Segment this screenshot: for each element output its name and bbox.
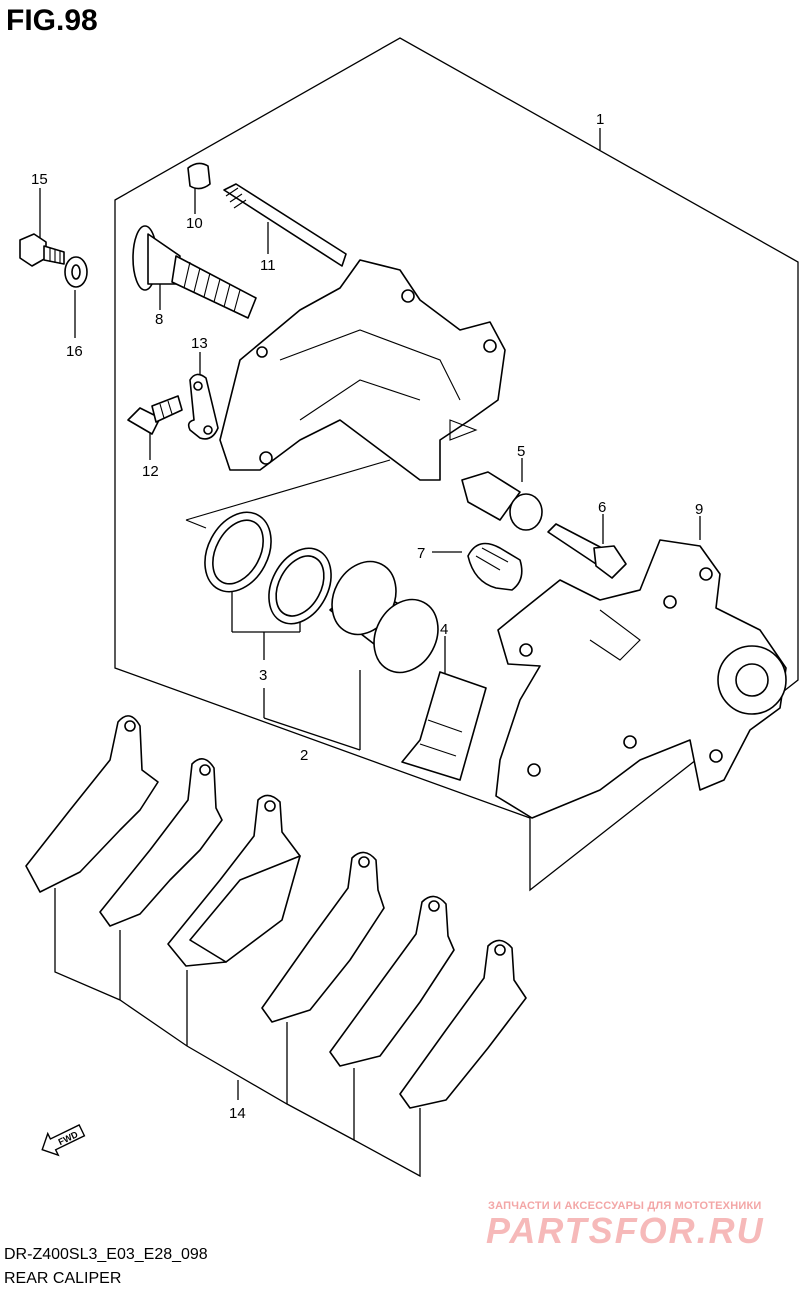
bolt-part-8 bbox=[132, 225, 257, 319]
callout-2: 2 bbox=[300, 747, 308, 764]
callout-1: 1 bbox=[596, 111, 604, 128]
callout-4: 4 bbox=[440, 621, 448, 638]
callout-labels: 1 2 3 4 5 6 7 8 9 10 11 12 13 14 15 16 bbox=[31, 111, 703, 1122]
fwd-badge: FWD bbox=[41, 1124, 86, 1157]
callout-7: 7 bbox=[417, 545, 425, 562]
callout-6: 6 bbox=[598, 499, 606, 516]
caliper-bracket-part-9 bbox=[495, 539, 787, 819]
bracket-part-13 bbox=[187, 373, 219, 440]
callout-3: 3 bbox=[259, 667, 267, 684]
callout-12: 12 bbox=[142, 463, 159, 480]
model-code: DR-Z400SL3_E03_E28_098 bbox=[4, 1246, 208, 1263]
callout-8: 8 bbox=[155, 311, 163, 328]
assembly-outline bbox=[114, 37, 799, 892]
boot-part-7 bbox=[467, 542, 523, 591]
watermark-brand: PARTSFOR.RU bbox=[486, 1210, 765, 1251]
caliper-body bbox=[185, 259, 506, 529]
callout-10: 10 bbox=[186, 215, 203, 232]
pin-part-6 bbox=[547, 523, 627, 579]
callout-13: 13 bbox=[191, 335, 208, 352]
callout-9: 9 bbox=[695, 501, 703, 518]
cap-part-10 bbox=[187, 162, 211, 190]
spring-part-4 bbox=[401, 671, 487, 781]
pad-set-part-14 bbox=[25, 715, 527, 1109]
piston-part-2 bbox=[329, 560, 439, 674]
callout-14: 14 bbox=[229, 1105, 246, 1122]
arrow-left-icon bbox=[41, 1124, 86, 1157]
callout-16: 16 bbox=[66, 343, 83, 360]
leader-lines bbox=[39, 128, 701, 1178]
seal-part-3 bbox=[204, 511, 332, 625]
callout-15: 15 bbox=[31, 171, 48, 188]
sleeve-part-5 bbox=[461, 471, 543, 531]
bleeder-part-12 bbox=[127, 395, 183, 435]
bolt-part-15 bbox=[19, 233, 65, 267]
pin-part-11 bbox=[223, 183, 347, 267]
figure-title: FIG.98 bbox=[6, 4, 98, 37]
washer-part-16 bbox=[64, 256, 88, 288]
callout-5: 5 bbox=[517, 443, 525, 460]
figure-name: REAR CALIPER bbox=[4, 1270, 122, 1287]
watermark-tagline: ЗАПЧАСТИ И АКСЕССУАРЫ ДЛЯ МОТОТЕХНИКИ bbox=[488, 1200, 762, 1212]
callout-11: 11 bbox=[260, 257, 276, 274]
